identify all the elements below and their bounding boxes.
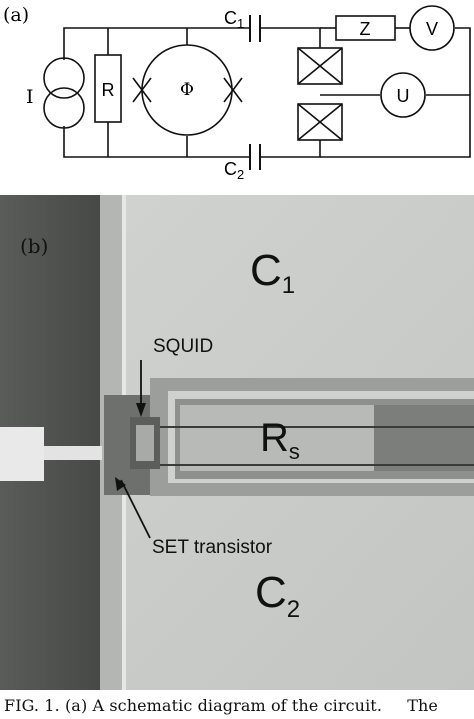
rs-dark-body <box>180 405 374 471</box>
panel-a-label: (a) <box>3 4 29 26</box>
set-junction-upper-icon <box>297 47 343 85</box>
voltmeter-label: V <box>426 19 438 39</box>
impedance-box <box>335 15 396 41</box>
c1-label: C1 <box>250 246 295 299</box>
set-arrowhead-icon <box>115 477 126 491</box>
squid-arrowhead-icon <box>136 403 146 417</box>
v-to-right-wire <box>320 27 471 158</box>
gate-source-label: U <box>397 86 410 106</box>
current-source-label: I <box>26 86 34 108</box>
caption-text: (a) A schematic diagram of the circuit. <box>64 696 383 715</box>
top-left-wire <box>63 27 250 60</box>
impedance-label: Z <box>360 19 371 39</box>
cap2-label: C2 <box>224 159 244 182</box>
caption-prefix: FIG. 1. <box>4 696 60 715</box>
voltmeter-circle <box>409 5 455 51</box>
left-bright-pad <box>0 427 44 481</box>
current-source-lower-circle <box>43 87 85 129</box>
cap2-right-wire <box>260 140 321 158</box>
rs-label: Rs <box>260 416 300 464</box>
resistor-label: R <box>102 80 115 100</box>
flux-label: Φ <box>180 80 194 100</box>
caption-trailing: The <box>407 696 438 715</box>
squid-structure-inner <box>136 425 154 461</box>
junction-right-icon <box>223 77 243 103</box>
figure-caption: FIG. 1. (a) A schematic diagram of the c… <box>4 693 470 719</box>
left-bright-lead <box>44 446 102 460</box>
resistor-box <box>94 54 122 123</box>
set-transistor-label: SET transistor <box>152 537 273 558</box>
gate-source-circle <box>380 72 426 118</box>
c2-label: C2 <box>255 568 300 623</box>
circuit-schematic: (a) I R Φ C1 C2 Z V U <box>3 4 471 182</box>
junction-left-icon <box>132 77 152 103</box>
rs-right-dark <box>374 405 474 471</box>
panel-b-label: (b) <box>20 234 48 258</box>
cap1-label: C1 <box>224 8 244 31</box>
device-micrograph: (b) C1 Rs C2 SQUID SET transistor <box>0 195 474 690</box>
set-arrow-shaft <box>120 479 151 539</box>
set-junction-lower-icon <box>297 103 343 141</box>
squid-label: SQUID <box>153 336 213 357</box>
current-source-upper-circle <box>43 57 85 99</box>
cap1-right-wire <box>260 27 321 48</box>
bottom-left-wire <box>63 126 250 158</box>
